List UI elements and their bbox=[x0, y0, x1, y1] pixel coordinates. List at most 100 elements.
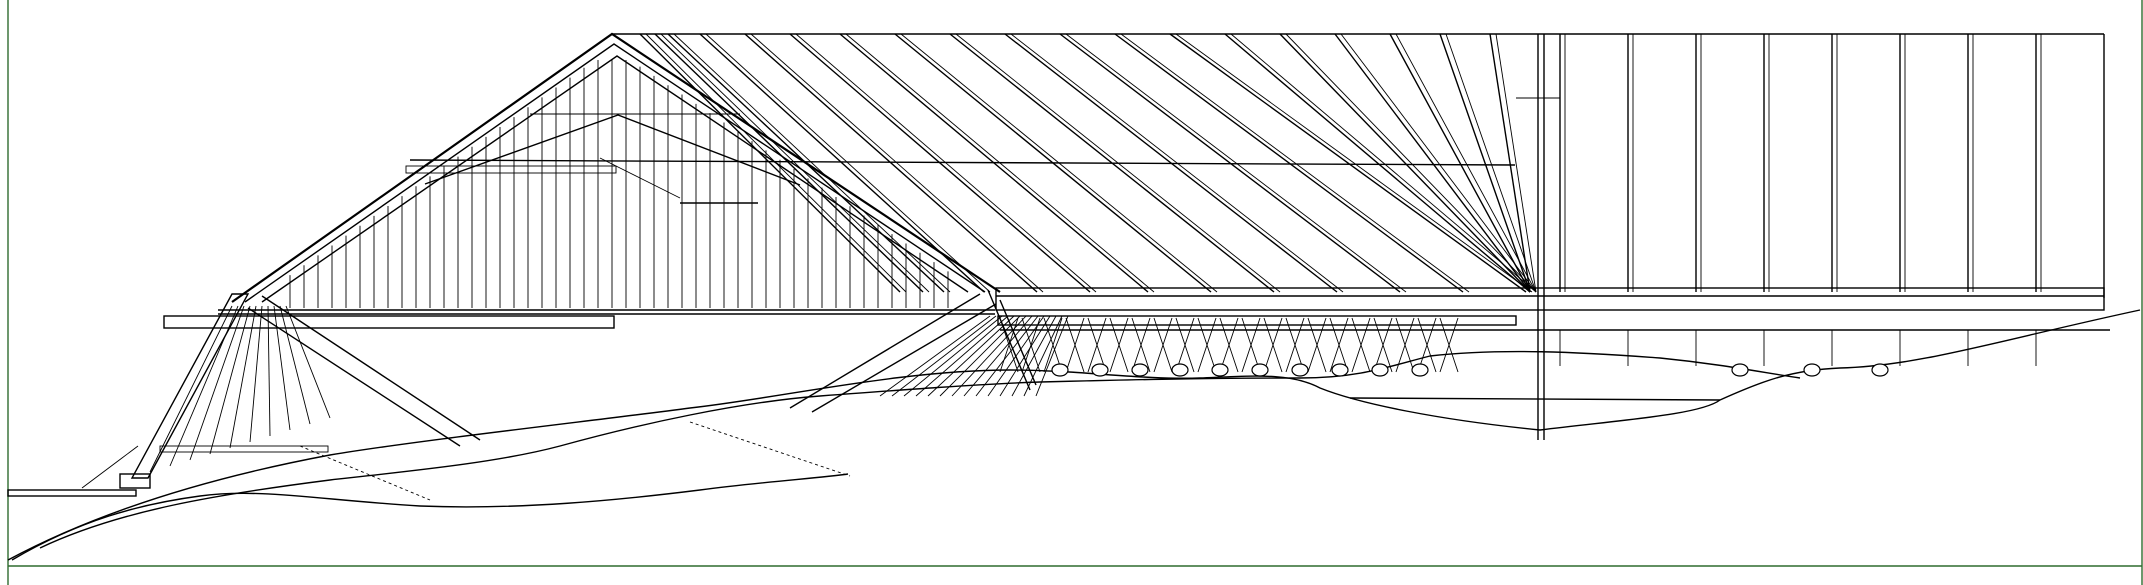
cross-brace bbox=[1417, 317, 1437, 373]
left-stair bbox=[7, 445, 329, 497]
gable-studs bbox=[289, 60, 949, 308]
leg-member bbox=[273, 305, 291, 431]
roof-rafter bbox=[699, 33, 985, 293]
cross-brace bbox=[1065, 317, 1085, 373]
foundation-pier bbox=[1251, 363, 1269, 377]
roof-rafters bbox=[639, 33, 1537, 293]
leg-member bbox=[189, 305, 245, 461]
roof-rafter bbox=[750, 33, 1044, 293]
roof-rafter bbox=[705, 33, 991, 293]
terrain-profile bbox=[7, 309, 2141, 561]
cross-brace bbox=[999, 315, 1051, 397]
roof-rafter bbox=[667, 33, 945, 293]
roof-rafter bbox=[1230, 33, 1537, 293]
leg-member bbox=[285, 305, 331, 419]
cross-brace bbox=[1153, 317, 1173, 373]
cross-brace bbox=[1109, 317, 1129, 373]
roof-rafter bbox=[795, 33, 1097, 293]
leg-member bbox=[229, 305, 257, 449]
roof-rafter bbox=[673, 33, 951, 293]
cross-brace bbox=[1197, 317, 1217, 373]
flat-roof-posts bbox=[1559, 34, 2042, 366]
leg-member bbox=[279, 305, 311, 425]
gable-roof bbox=[231, 32, 2105, 303]
cross-brace bbox=[987, 315, 1045, 397]
cross-brace bbox=[1241, 317, 1261, 373]
cross-brace bbox=[1043, 317, 1063, 373]
roof-rafter bbox=[645, 33, 907, 293]
leg-member bbox=[169, 305, 239, 467]
roof-rafter bbox=[1395, 33, 1537, 293]
cross-brace bbox=[951, 315, 1027, 397]
foundation-pier bbox=[1291, 363, 1309, 377]
roof-rafter bbox=[1439, 33, 1531, 293]
roof-rafter bbox=[1334, 33, 1531, 293]
foundation-pier bbox=[1171, 363, 1189, 377]
roof-rafter bbox=[1120, 33, 1470, 293]
foundation-pier bbox=[1731, 363, 1749, 377]
foundation-pier bbox=[1371, 363, 1389, 377]
leg-member bbox=[149, 305, 233, 473]
roof-rafter bbox=[1175, 33, 1533, 293]
cross-brace bbox=[939, 315, 1021, 397]
cross-brace bbox=[999, 317, 1019, 373]
left-leg-members bbox=[149, 305, 331, 473]
cross-brace bbox=[1175, 317, 1195, 373]
roof-rafter bbox=[660, 33, 930, 293]
leg-member bbox=[209, 305, 251, 455]
cross-brace bbox=[1087, 317, 1107, 373]
roof-rafter bbox=[1114, 33, 1464, 293]
cross-brace bbox=[879, 315, 991, 397]
diagonal-legs bbox=[130, 289, 1037, 479]
roof-rafter bbox=[744, 33, 1038, 293]
roof-rafter bbox=[900, 33, 1218, 293]
roof-rafter bbox=[1340, 33, 1537, 293]
roof-rafter bbox=[1065, 33, 1407, 293]
cross-brace bbox=[975, 315, 1039, 397]
cross-brace bbox=[903, 315, 1003, 397]
roof-rafter bbox=[1285, 33, 1537, 293]
roof-rafter bbox=[845, 33, 1155, 293]
roof-rafter bbox=[1489, 33, 1531, 293]
viewport-frame bbox=[7, 0, 2143, 585]
cross-brace bbox=[1351, 317, 1371, 373]
cross-brace bbox=[1263, 317, 1283, 373]
roof-rafter bbox=[1495, 33, 1537, 293]
roof-rafter bbox=[639, 33, 901, 293]
foundation-pier bbox=[1091, 363, 1109, 377]
roof-rafter bbox=[1059, 33, 1401, 293]
cross-brace bbox=[1439, 317, 1459, 373]
roof-rafter bbox=[1004, 33, 1338, 293]
foundation-pier bbox=[1871, 363, 1889, 377]
cross-brace bbox=[1373, 317, 1393, 373]
cross-brace bbox=[1035, 315, 1069, 397]
cross-brace bbox=[1021, 317, 1041, 373]
cross-brace bbox=[1307, 317, 1327, 373]
foundation-pier bbox=[1051, 363, 1069, 377]
roof-rafter bbox=[1224, 33, 1531, 293]
cross-brace bbox=[1219, 317, 1239, 373]
cross-brace bbox=[891, 315, 997, 397]
ceiling-beams bbox=[163, 159, 2110, 331]
foundation-pier bbox=[1131, 363, 1149, 377]
cross-brace bbox=[1131, 317, 1151, 373]
cross-brace bbox=[1329, 317, 1349, 373]
leg-member bbox=[267, 305, 271, 437]
roof-rafter bbox=[1279, 33, 1531, 293]
roof-rafter bbox=[1169, 33, 1527, 293]
roof-rafter bbox=[949, 33, 1275, 293]
foundation-pier bbox=[1803, 363, 1821, 377]
foundation-pier bbox=[1331, 363, 1349, 377]
cross-brace bbox=[963, 315, 1033, 397]
roof-rafter bbox=[1389, 33, 1531, 293]
roof-rafter bbox=[789, 33, 1091, 293]
roof-rafter bbox=[839, 33, 1149, 293]
cross-brace bbox=[927, 315, 1015, 397]
cross-braces bbox=[879, 315, 1459, 397]
foundation-pier bbox=[1411, 363, 1429, 377]
roof-rafter bbox=[654, 33, 924, 293]
roof-rafter bbox=[1010, 33, 1344, 293]
roof-rafter bbox=[1445, 33, 1537, 293]
